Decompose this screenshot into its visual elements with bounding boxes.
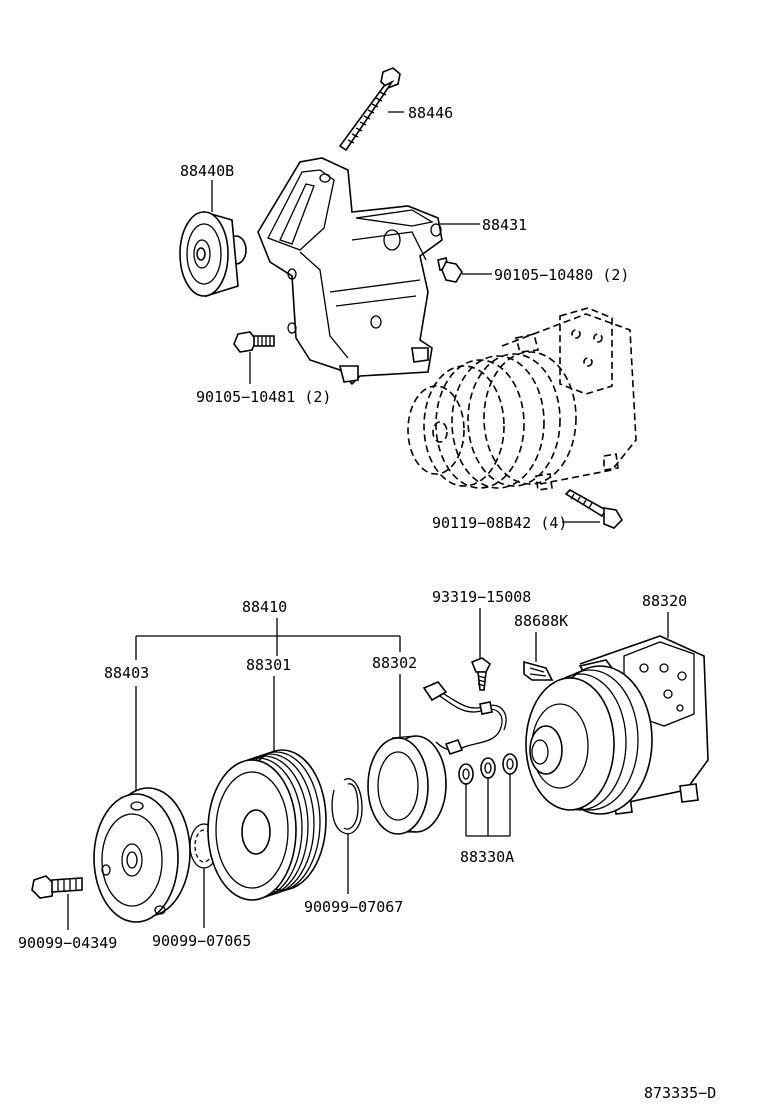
- idler-pulley-icon: [179, 210, 247, 298]
- clip-icon: [523, 660, 554, 681]
- label-93319-15008: 93319−15008: [432, 588, 531, 606]
- compressor-icon: [525, 635, 709, 815]
- snap-ring-icon: [331, 778, 363, 835]
- label-88440b: 88440B: [180, 162, 234, 180]
- screw-icon: [470, 657, 492, 691]
- label-90099-04349: 90099−04349: [18, 934, 117, 952]
- label-90105-10481: 90105−10481 (2): [196, 388, 331, 406]
- long-bolt-icon: [338, 67, 401, 152]
- shim-icon: [458, 753, 518, 785]
- wire-connector-icon: [422, 681, 507, 755]
- bolt-icon: [437, 257, 463, 283]
- pulley-icon: [207, 749, 327, 901]
- label-88302: 88302: [372, 654, 417, 672]
- label-88431: 88431: [482, 216, 527, 234]
- bolt-icon: [31, 875, 83, 899]
- label-88330a: 88330A: [460, 848, 514, 866]
- long-bolt-icon: [564, 489, 624, 529]
- label-88446: 88446: [408, 104, 453, 122]
- label-88688k: 88688K: [514, 612, 568, 630]
- label-90099-07065: 90099−07065: [152, 932, 251, 950]
- label-90119-08b42: 90119−08B42 (4): [432, 514, 567, 532]
- label-88301: 88301: [246, 656, 291, 674]
- label-88403: 88403: [104, 664, 149, 682]
- label-90099-07067: 90099−07067: [304, 898, 403, 916]
- label-90105-10480: 90105−10480 (2): [494, 266, 629, 284]
- bracket-icon: [257, 157, 443, 386]
- label-88410: 88410: [242, 598, 287, 616]
- bolt-icon: [233, 331, 275, 353]
- label-88320: 88320: [642, 592, 687, 610]
- field-coil-icon: [367, 735, 447, 835]
- diagram-id: 873335−D: [644, 1084, 716, 1102]
- pressure-plate-icon: [93, 787, 191, 923]
- compressor-phantom-icon: [407, 307, 637, 491]
